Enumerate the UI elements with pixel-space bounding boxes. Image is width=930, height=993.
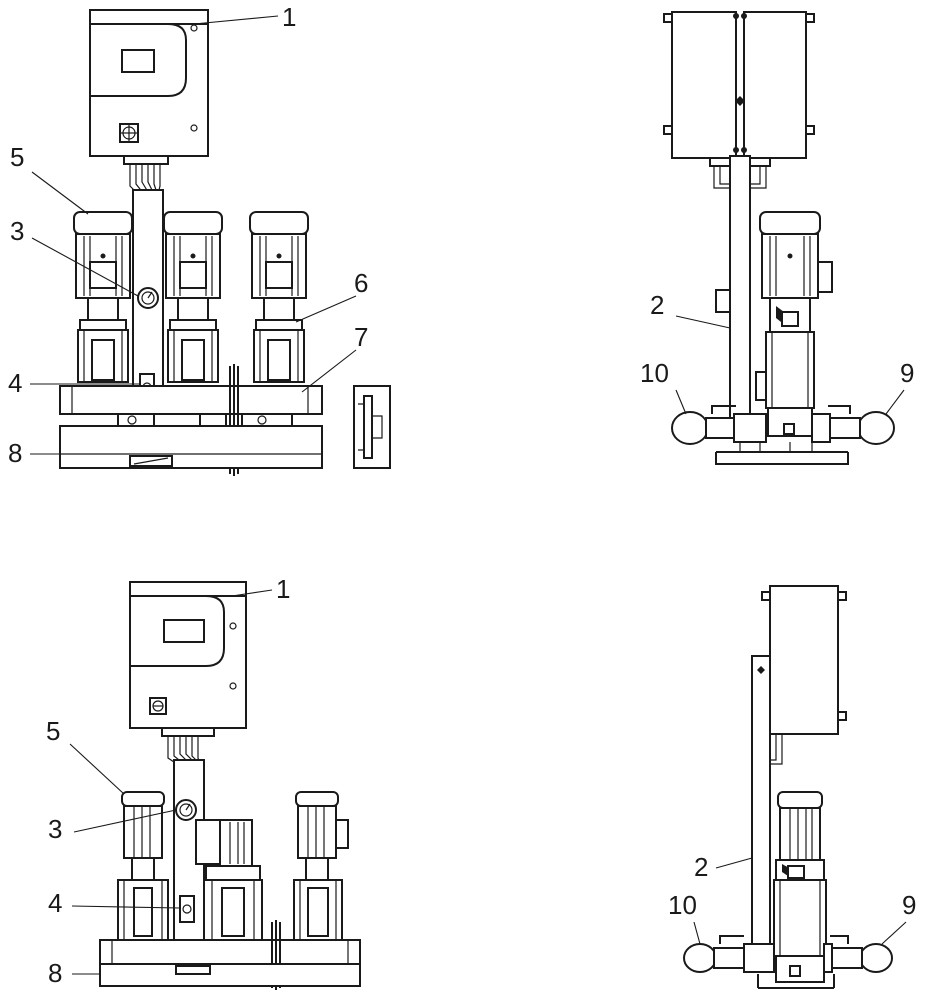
callout-7: 7	[301, 322, 368, 393]
pump-unit-2-bottom	[195, 819, 263, 941]
callout-9-top: 9	[885, 358, 914, 415]
callout-1-bottom: 1	[231, 574, 290, 604]
callout-label: 1	[282, 2, 296, 32]
pump-side	[755, 211, 833, 437]
callout-8-bottom: 8	[48, 958, 100, 988]
callout-label: 7	[354, 322, 368, 352]
callout-8: 8	[8, 438, 60, 468]
pressure-gauge-icon	[175, 799, 197, 821]
callout-5-bottom: 5	[46, 716, 125, 795]
cable-bundle-side	[709, 157, 771, 189]
callout-4: 4	[8, 368, 140, 398]
callout-label: 4	[8, 368, 22, 398]
callout-4-bottom: 4	[48, 888, 181, 918]
cable-bundle	[123, 155, 169, 197]
cable-bundle-bottom	[161, 727, 215, 767]
callout-label: 3	[10, 216, 24, 246]
suction-pipe-left	[671, 405, 767, 445]
callout-6: 6	[295, 268, 368, 323]
view-top-side: 2 10 9	[640, 11, 914, 465]
callout-label: 6	[354, 268, 368, 298]
callout-label: 10	[640, 358, 669, 388]
discharge-pipe-right	[811, 405, 895, 445]
control-cabinet-bottom	[129, 581, 247, 729]
control-cabinet-side	[663, 11, 815, 159]
manifold-bottom	[99, 939, 361, 965]
callout-2-top: 2	[650, 290, 731, 329]
base-frame-bottom	[99, 963, 361, 987]
callout-2-bottom: 2	[694, 852, 753, 882]
view-bottom-front: 1 5 3 4 8	[46, 574, 361, 990]
callout-9-bottom: 9	[881, 890, 916, 945]
discharge-pipe-right-bottom	[823, 935, 893, 973]
callout-label: 8	[8, 438, 22, 468]
view-top-front: 1 5 3 6 7 4 8	[8, 2, 391, 476]
callout-3-bottom: 3	[48, 809, 177, 844]
callout-label: 8	[48, 958, 62, 988]
control-cabinet	[89, 9, 209, 157]
base-side-bottom	[757, 974, 835, 989]
callout-label: 2	[694, 852, 708, 882]
pump-unit-2	[163, 211, 223, 383]
callout-label: 3	[48, 814, 62, 844]
pump-unit-1	[73, 211, 133, 383]
callout-label: 1	[276, 574, 290, 604]
pressure-switch-icon	[179, 895, 195, 923]
pump-unit-3	[249, 211, 309, 383]
callout-label: 9	[902, 890, 916, 920]
callout-label: 5	[10, 142, 24, 172]
callout-10-bottom: 10	[668, 890, 701, 945]
main-switch-icon	[149, 697, 167, 715]
suction-pipe-left-bottom	[683, 935, 775, 973]
support-column-side-bottom	[751, 655, 771, 947]
flange-detail	[353, 385, 391, 469]
manifold-valves	[117, 413, 293, 427]
callout-label: 9	[900, 358, 914, 388]
base-side	[715, 442, 849, 465]
support-column-side	[729, 155, 751, 419]
base-frame	[59, 425, 323, 469]
pump-unit-1-bottom	[117, 791, 169, 941]
view-bottom-side: 2 10 9	[668, 585, 916, 989]
callout-label: 2	[650, 290, 664, 320]
pump-side-bottom	[773, 791, 827, 983]
callout-label: 4	[48, 888, 62, 918]
callout-label: 5	[46, 716, 60, 746]
manifold	[59, 385, 323, 415]
callout-10-top: 10	[640, 358, 687, 415]
callout-1: 1	[193, 2, 296, 32]
pressure-gauge-icon	[137, 287, 159, 309]
callout-label: 10	[668, 890, 697, 920]
callout-5: 5	[10, 142, 89, 215]
pump-unit-3-bottom	[293, 791, 349, 941]
control-cabinet-side-bottom	[761, 585, 847, 735]
main-switch-icon	[119, 123, 139, 143]
callout-3: 3	[10, 216, 139, 297]
